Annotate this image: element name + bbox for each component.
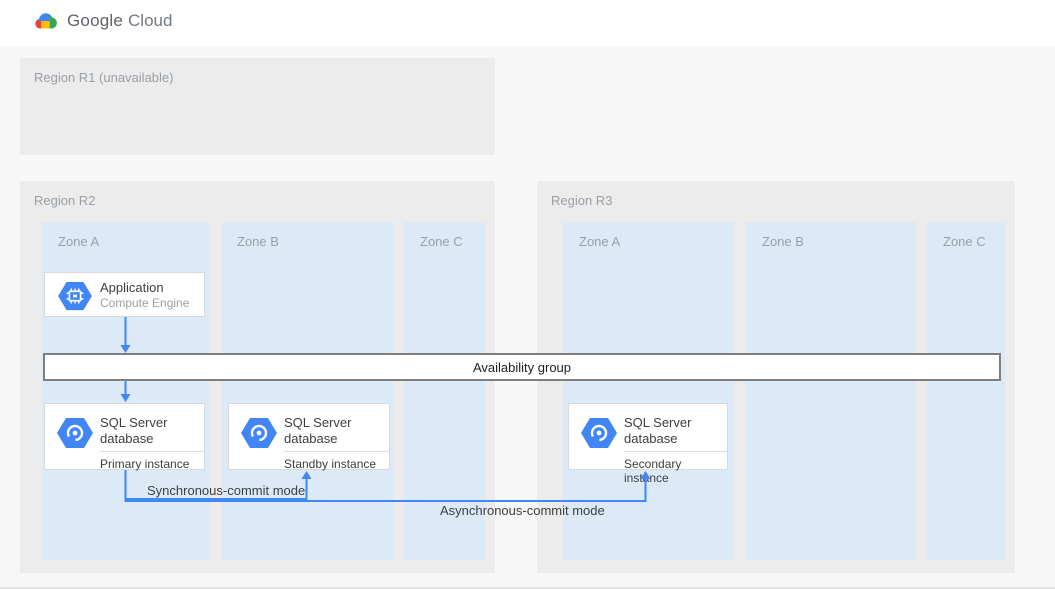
sync-commit-label: Synchronous-commit mode	[147, 483, 306, 498]
region-r1-label: Region R1 (unavailable)	[34, 70, 174, 85]
application-node: Application Compute Engine	[44, 272, 205, 317]
google-cloud-logo: Google Cloud	[33, 11, 172, 31]
region-r1: Region R1 (unavailable)	[20, 58, 495, 155]
divider	[100, 451, 204, 452]
region-r2-zone-b: Zone B	[221, 222, 393, 560]
zone-label: Zone A	[579, 234, 621, 249]
sql-server-title: SQL Server database	[624, 415, 692, 446]
sql-server-standby-node: SQL Server database Standby instance	[228, 403, 390, 471]
sql-server-hexagon-icon	[57, 418, 93, 448]
sql-server-hexagon-icon	[581, 418, 617, 448]
sql-server-hexagon-icon	[241, 418, 277, 448]
divider	[624, 451, 727, 452]
divider	[284, 451, 389, 452]
availability-group-label: Availability group	[472, 359, 572, 375]
zone-label: Zone B	[762, 234, 804, 249]
instance-label: Standby instance	[284, 457, 377, 471]
application-subtitle: Compute Engine	[100, 296, 190, 310]
sql-server-title: SQL Server database	[284, 415, 352, 446]
logo-text-google: Google	[67, 11, 124, 30]
zone-label: Zone C	[943, 234, 986, 249]
region-r3-label: Region R3	[551, 193, 613, 208]
sql-server-primary-node: SQL Server database Primary instance	[44, 403, 205, 471]
zone-label: Zone C	[420, 234, 463, 249]
async-commit-label: Asynchronous-commit mode	[440, 503, 605, 518]
instance-label: Primary instance	[100, 457, 190, 471]
instance-label: Secondary instance	[624, 457, 682, 485]
sql-server-secondary-node: SQL Server database Secondary instance	[568, 403, 728, 485]
region-r2-zone-c: Zone C	[404, 222, 485, 560]
google-cloud-icon	[35, 13, 57, 29]
availability-group-bar: Availability group	[43, 353, 1001, 381]
compute-engine-hexagon-icon	[58, 281, 92, 311]
region-r3-zone-a: Zone A	[563, 222, 734, 560]
zone-label: Zone B	[237, 234, 279, 249]
logo-text-cloud: Cloud	[128, 11, 173, 30]
sql-server-title: SQL Server database	[100, 415, 168, 446]
region-r3-zone-b: Zone B	[746, 222, 916, 560]
zone-label: Zone A	[58, 234, 100, 249]
top-bar: Google Cloud	[0, 0, 1055, 46]
region-r2-label: Region R2	[34, 193, 96, 208]
application-title: Application	[100, 280, 164, 295]
region-r3-zone-c: Zone C	[927, 222, 1005, 560]
page-bottom-edge	[0, 587, 1055, 589]
